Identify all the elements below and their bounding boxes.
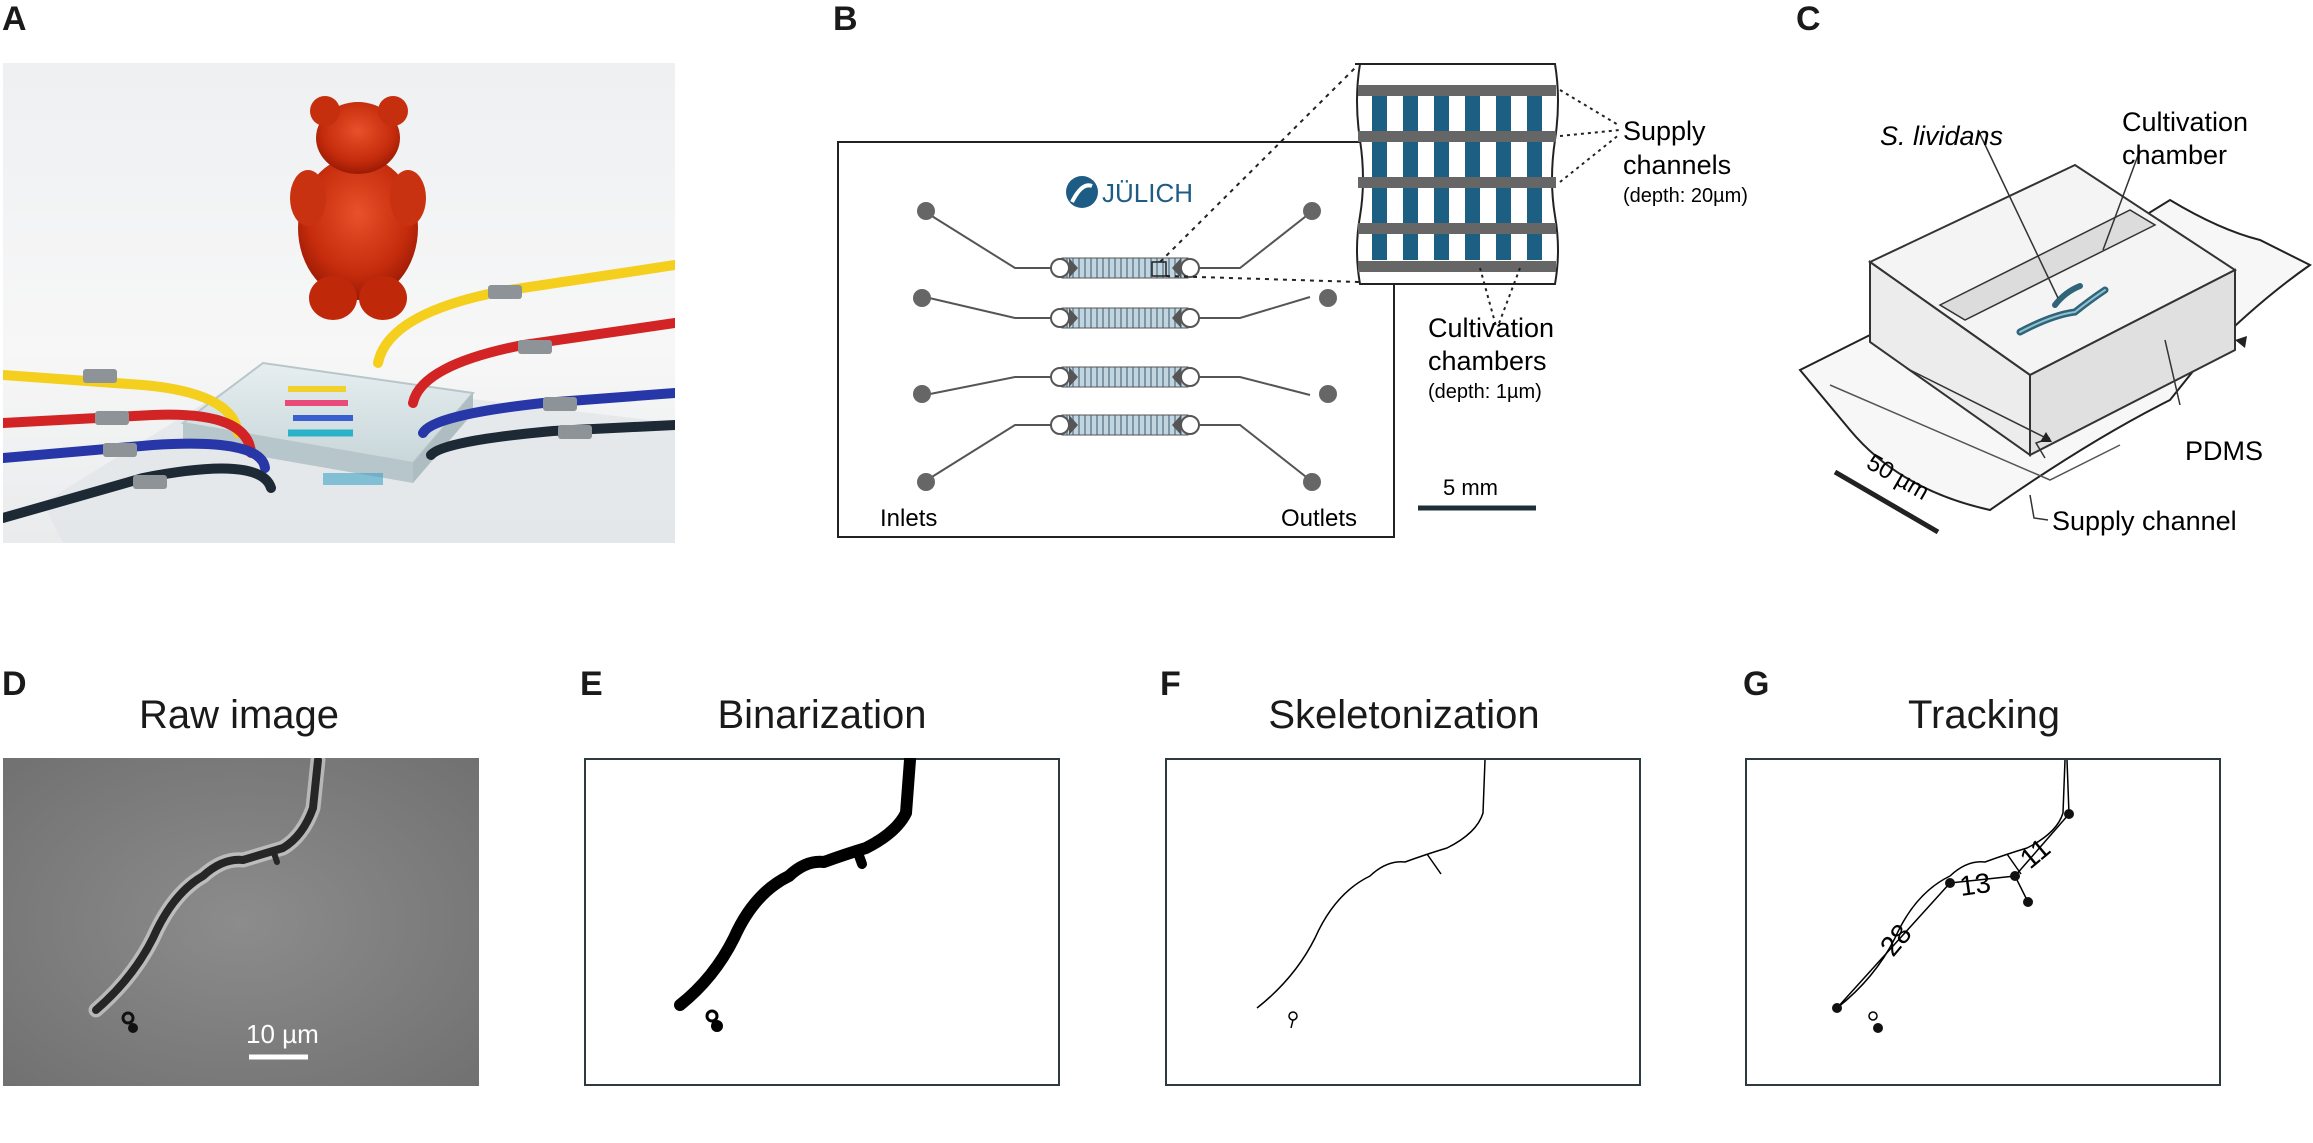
supply-channels-label-line2: channels xyxy=(1623,150,1731,180)
julich-logo-text: JÜLICH xyxy=(1102,178,1193,208)
channel-arrays xyxy=(1050,257,1200,436)
supply-channel-label: Supply channel xyxy=(2052,506,2237,536)
chip-photo xyxy=(3,63,675,543)
cultivation-chambers-label-line1: Cultivation xyxy=(1428,313,1554,343)
panel-letter-c: C xyxy=(1796,0,1821,38)
scale-bar-5mm-label: 5 mm xyxy=(1443,475,1498,500)
pdms-label: PDMS xyxy=(2185,436,2263,466)
organism-label: S. lividans xyxy=(1880,121,2003,151)
cultivation-chamber-label-line2: chamber xyxy=(2122,140,2227,170)
outlets-label: Outlets xyxy=(1281,505,1357,532)
panel-letter-g: G xyxy=(1743,665,1770,703)
chip-schematic: JÜLICH xyxy=(837,63,1748,538)
title-binarization: Binarization xyxy=(717,693,927,737)
panel-letter-f: F xyxy=(1160,665,1181,703)
panel-letter-a: A xyxy=(2,0,27,38)
track-label-13: 13 xyxy=(1958,867,1993,902)
ports xyxy=(913,202,1337,491)
cultivation-chambers-depth: (depth: 1µm) xyxy=(1428,381,1542,403)
supply-channels-label-line1: Supply xyxy=(1623,116,1706,146)
cultivation-chambers-label-line2: chambers xyxy=(1428,346,1547,376)
chamber-detail xyxy=(1355,63,1559,285)
inlets-label: Inlets xyxy=(880,505,937,532)
supply-channels-depth: (depth: 20µm) xyxy=(1623,185,1748,207)
julich-logo: JÜLICH xyxy=(1066,176,1193,208)
panel-letter-d: D xyxy=(2,665,27,703)
cultivation-chamber-label-line1: Cultivation xyxy=(2122,107,2248,137)
title-raw-image: Raw image xyxy=(138,693,340,737)
title-skeletonization: Skeletonization xyxy=(1268,693,1540,737)
panel-letter-b: B xyxy=(833,0,858,38)
panel-letter-e: E xyxy=(580,665,603,703)
scale-bar-50um xyxy=(1833,469,1940,535)
binarization-image xyxy=(584,758,1060,1086)
scale-bar-10um-label: 10 µm xyxy=(246,1019,319,1049)
tracking-image: 28 13 11 xyxy=(1745,758,2221,1086)
chamber-3d-schematic: 50 µm S. lividans Cultivation chamber PD… xyxy=(1798,107,2312,536)
raw-image: 10 µm xyxy=(3,758,479,1086)
title-tracking: Tracking xyxy=(1908,693,2060,737)
skeletonization-image xyxy=(1165,758,1641,1086)
gummy-bear xyxy=(290,96,426,320)
